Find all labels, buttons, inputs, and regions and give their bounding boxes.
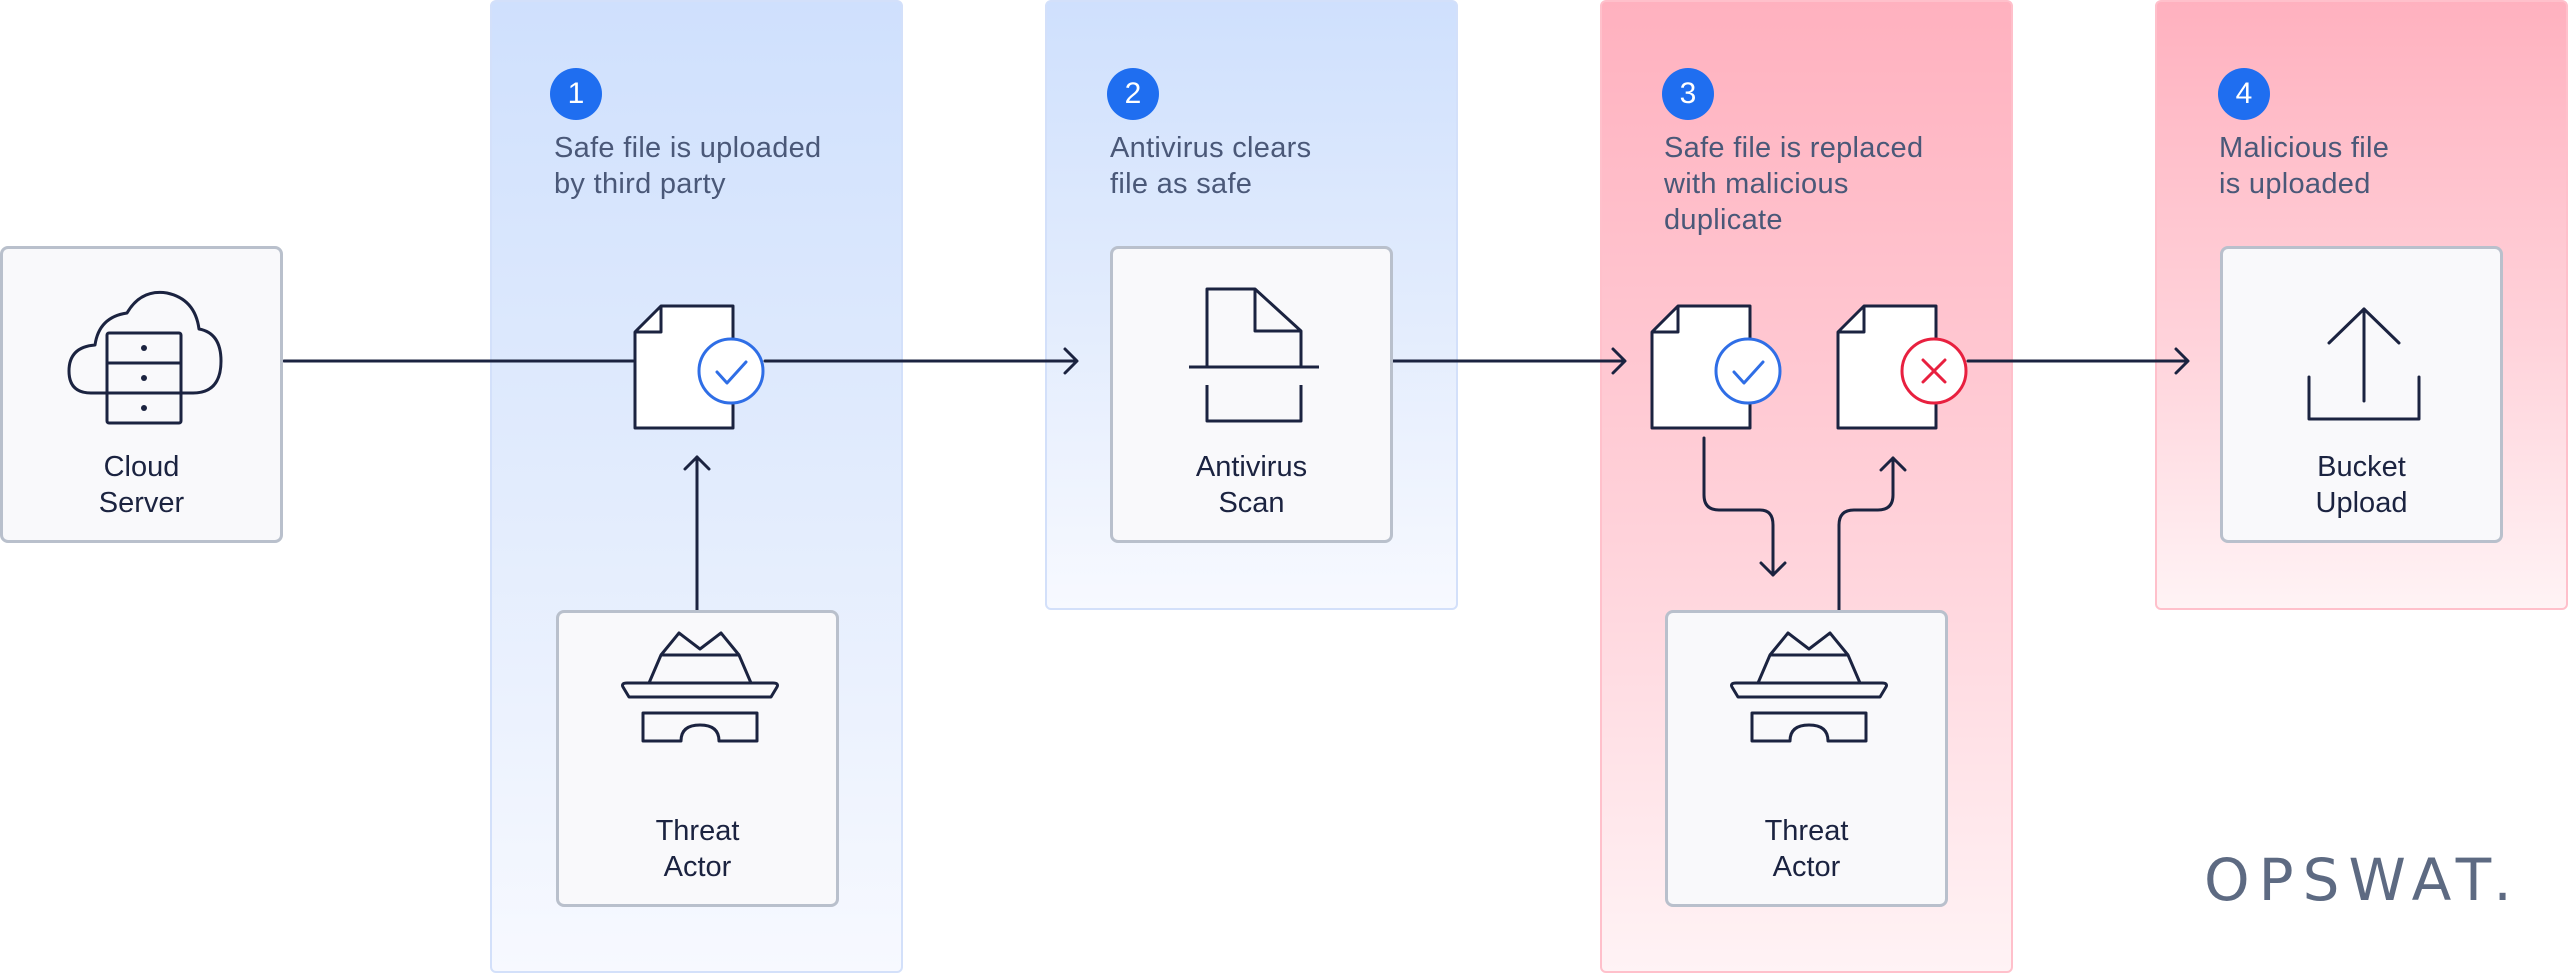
arrowhead-up-file — [683, 455, 711, 471]
bucket-upload-node: Bucket Upload — [2220, 246, 2503, 543]
file-check-icon — [633, 304, 765, 430]
opswat-logo: OPSWAT. — [2204, 846, 2521, 914]
antivirus-scan-node: Antivirus Scan — [1110, 246, 1393, 543]
arrowhead-up-malicious — [1879, 456, 1907, 472]
threat-actor-node-2: Threat Actor — [1665, 610, 1948, 907]
upload-tray-icon — [2307, 307, 2421, 421]
step-1-caption: Safe file is uploaded by third party — [554, 132, 822, 200]
threat-actor-label-1: Threat Actor — [655, 815, 740, 883]
cloud-server-label: Cloud Server — [98, 451, 185, 519]
antivirus-scan-label: Antivirus Scan — [1195, 451, 1308, 519]
step-2-badge: 2 — [1107, 68, 1159, 120]
step-3-badge: 3 — [1662, 68, 1714, 120]
connector-actor-to-malicious-file — [1837, 456, 1895, 612]
arrowhead-bucket — [2174, 347, 2190, 375]
arrowhead-files — [1611, 347, 1627, 375]
spy-hat-glasses-icon — [1730, 631, 1888, 743]
spy-hat-glasses-icon — [621, 631, 779, 743]
file-check-icon — [1650, 304, 1782, 430]
document-scan-icon — [1189, 287, 1319, 423]
arrowhead-scan — [1063, 347, 1079, 375]
step-3-caption: Safe file is replaced with malicious dup… — [1664, 132, 1924, 236]
connector-safe-file-to-actor — [1702, 436, 1775, 577]
cloud-server-icon — [67, 290, 223, 425]
threat-actor-label-2: Threat Actor — [1764, 815, 1849, 883]
step-4-caption: Malicious file is uploaded — [2219, 132, 2390, 200]
threat-actor-node-1: Threat Actor — [556, 610, 839, 907]
step-2-caption: Antivirus clears file as safe — [1110, 132, 1312, 200]
step-4-badge: 4 — [2218, 68, 2270, 120]
file-x-icon — [1836, 304, 1968, 430]
bucket-upload-label: Bucket Upload — [2315, 451, 2408, 519]
arrowhead-down-actor — [1759, 561, 1787, 577]
cloud-server-node: Cloud Server — [0, 246, 283, 543]
step-1-badge: 1 — [550, 68, 602, 120]
